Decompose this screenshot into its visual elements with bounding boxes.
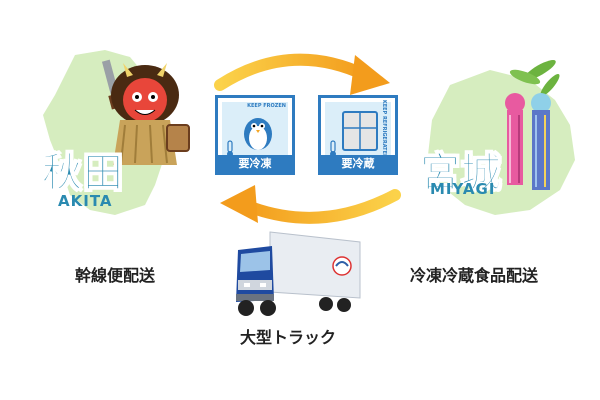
tanabata-decoration-icon (505, 60, 560, 190)
akita-title: 秋田 (42, 150, 124, 197)
large-truck-caption: 大型トラック (240, 328, 337, 347)
frozen-label: 要冷凍 (218, 155, 292, 172)
namahage-icon (101, 59, 190, 165)
refrigerated-badge: KEEP REFRIGERATED 要冷蔵 (318, 95, 398, 175)
frozen-refrigerated-delivery-caption: 冷凍冷蔵食品配送 (410, 266, 539, 285)
trunk-delivery-caption: 幹線便配送 (75, 266, 156, 285)
keep-refrigerated-text: KEEP REFRIGERATED (380, 99, 387, 159)
miyagi-title: 宮城 (420, 150, 502, 197)
miyagi-romaji: MIYAGI (430, 180, 496, 198)
akita-romaji: AKITA (58, 192, 113, 210)
cycle-arrows (214, 53, 401, 224)
penguin-icon (244, 118, 272, 150)
keep-frozen-text: KEEP FROZEN (247, 103, 286, 109)
refrigerator-icon (342, 111, 378, 151)
refrigerated-label: 要冷蔵 (321, 155, 395, 172)
frozen-badge: KEEP FROZEN 要冷凍 (215, 95, 295, 175)
truck-icon (236, 231, 361, 316)
